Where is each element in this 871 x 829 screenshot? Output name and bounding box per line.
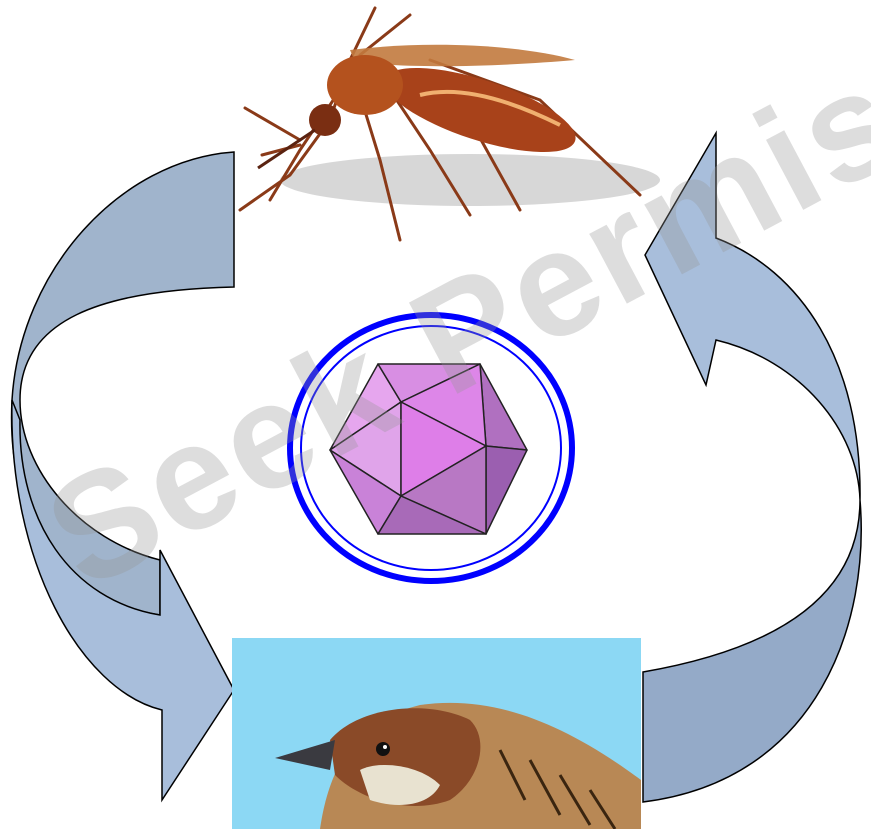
virus-image <box>290 315 572 581</box>
mosquito-abdomen <box>376 51 585 170</box>
sparrow-image <box>232 638 641 829</box>
mosquito-image <box>240 8 660 240</box>
right-arrow-bottom-band <box>643 500 861 802</box>
right-cycle-arrow <box>643 133 861 802</box>
sparrow-eye <box>376 742 390 756</box>
left-cycle-arrow <box>12 152 234 800</box>
mosquito-thorax <box>327 55 403 115</box>
right-arrow-top-band <box>645 133 860 500</box>
